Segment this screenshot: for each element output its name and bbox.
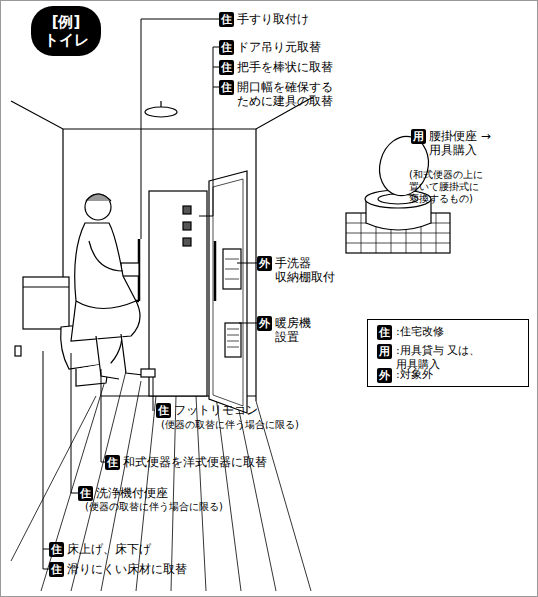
category-tag: 住 [49, 562, 64, 577]
callout: 外手洗器 収納棚取付 [257, 256, 339, 284]
legend-text: :対象外 [396, 368, 516, 382]
category-tag: 用 [377, 344, 392, 359]
category-tag: 住 [105, 455, 120, 470]
category-tag: 住 [377, 325, 392, 340]
callout-text: 把手を棒状に取替 [237, 60, 333, 74]
note-label: (便器の取替に伴う場合に限る) [85, 501, 285, 513]
category-tag: 住 [219, 12, 234, 27]
callout-text: 腰掛便座 →用具購入 [429, 129, 495, 157]
callout: 住ドア吊り元取替 [219, 40, 321, 55]
callout-text: 手洗器 収納棚取付 [275, 256, 339, 284]
callout-text: 床上げ、床下げ [67, 542, 151, 556]
callout-text: ドア吊り元取替 [237, 40, 321, 54]
category-tag: 住 [219, 40, 234, 55]
callout: 用 [377, 344, 392, 359]
category-tag: 住 [219, 80, 234, 95]
callout: 住開口幅を確保する ために建具の取替 [219, 80, 341, 108]
category-tag: 住 [49, 542, 64, 557]
callout-text: 洗浄機付便座 [96, 486, 168, 500]
callout: 外 [377, 368, 392, 383]
callout-text: 手すり取付け [237, 12, 309, 26]
callout-text: 開口幅を確保する ために建具の取替 [237, 80, 341, 108]
callout: 住和式便器を洋式便器に取替 [105, 455, 267, 470]
category-tag: 外 [257, 316, 272, 331]
callout: 住把手を棒状に取替 [219, 60, 333, 75]
callout-text: 暖房機 設置 [275, 316, 325, 344]
note-label: (便器の取替に伴う場合に限る) [161, 419, 361, 431]
callout: 外暖房機 設置 [257, 316, 325, 344]
callout-text: 滑りにくい床材に取替 [67, 562, 187, 576]
category-tag: 住 [219, 60, 234, 75]
callout: 住床上げ、床下げ [49, 542, 151, 557]
title-badge: [例] トイレ [31, 6, 101, 56]
callout: 住滑りにくい床材に取替 [49, 562, 187, 577]
legend-box: :住宅改修 :用具貸与 又は、用具購入:対象外 住用外 [367, 319, 529, 387]
callout: 住 [377, 325, 392, 340]
callout: 用腰掛便座 →用具購入 [411, 129, 495, 157]
category-tag: 住 [156, 403, 171, 418]
callout-text: フットリモコン [174, 403, 258, 417]
callout: 住フットリモコン [156, 403, 258, 418]
title-text: [例] トイレ [36, 13, 96, 49]
note-label: (和式便器の上に 置いて腰掛式に 変換するもの) [409, 169, 509, 205]
category-tag: 外 [377, 368, 392, 383]
callout: 住洗浄機付便座 [78, 486, 168, 501]
legend-text: :用具貸与 又は、用具購入 [396, 344, 496, 372]
category-tag: 住 [78, 486, 93, 501]
callout-text: 和式便器を洋式便器に取替 [123, 455, 267, 469]
legend-text: :住宅改修 [396, 325, 516, 339]
callout: 住手すり取付け [219, 12, 309, 27]
category-tag: 外 [257, 256, 272, 271]
category-tag: 用 [411, 129, 426, 144]
